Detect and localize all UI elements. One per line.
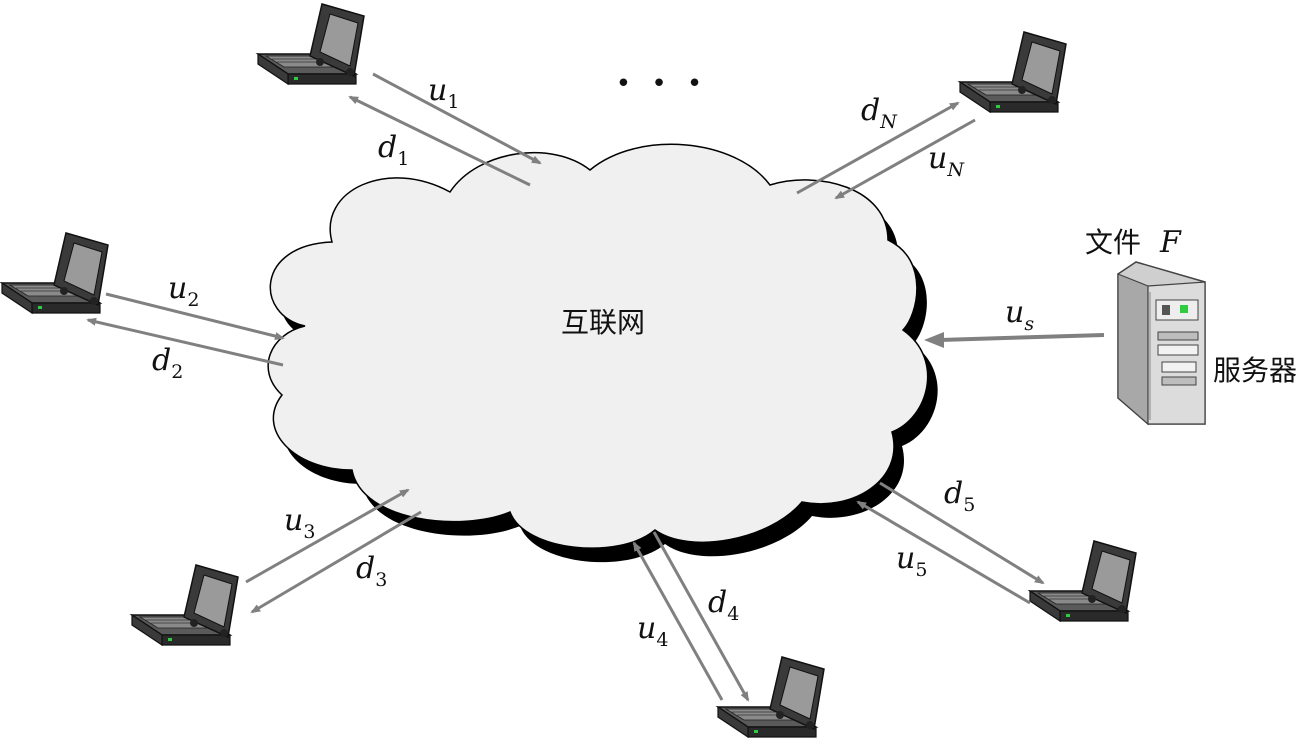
arrow-us-shaft [939, 333, 1105, 342]
arrow-dN [796, 101, 960, 195]
cloud-label: 互联网 [561, 306, 645, 339]
arrow-d3 [250, 510, 422, 614]
laptop-peer-2 [1, 232, 109, 314]
label-d5: d5 [944, 476, 975, 516]
label-u3: u3 [284, 503, 315, 543]
label-u2: u2 [168, 271, 199, 311]
arrows [86, 72, 1045, 702]
arrow-us-head [924, 332, 944, 348]
arrow-u5 [856, 500, 1031, 605]
arrow-u3 [245, 488, 410, 584]
arrow-u2 [105, 292, 285, 340]
server-icon [1117, 261, 1206, 426]
label-d4: d4 [708, 585, 739, 625]
label-u4: u4 [637, 611, 668, 651]
laptop-peer-4 [717, 656, 825, 738]
internet-cloud: 互联网 [267, 143, 938, 563]
arrow-u4 [632, 541, 724, 701]
arrow-d5 [879, 481, 1045, 585]
arrow-d1 [348, 95, 531, 187]
label-d2: d2 [152, 343, 183, 383]
label-dN: dN [861, 93, 898, 133]
server-label: 服务器 [1213, 354, 1297, 387]
label-u1: u1 [428, 73, 459, 113]
label-d3: d3 [356, 551, 387, 591]
file-label-var: F [1159, 225, 1182, 260]
label-u5: u5 [896, 541, 927, 581]
ellipsis: • • • [616, 69, 709, 99]
arrow-uN [834, 118, 976, 200]
arrow-d2 [86, 317, 284, 367]
laptop-peer-3 [131, 564, 239, 646]
label-d1: d1 [378, 130, 409, 170]
file-label-prefix: 文件 [1085, 226, 1141, 259]
label-us: us [1005, 295, 1034, 335]
laptop-peer-5 [1029, 540, 1137, 622]
laptop-peer-1 [257, 3, 365, 85]
arrow-u1 [372, 72, 542, 165]
laptop-peer-N [959, 31, 1067, 113]
label-uN: uN [928, 141, 965, 181]
arrow-d4 [652, 531, 750, 702]
cloud-body [267, 143, 929, 549]
